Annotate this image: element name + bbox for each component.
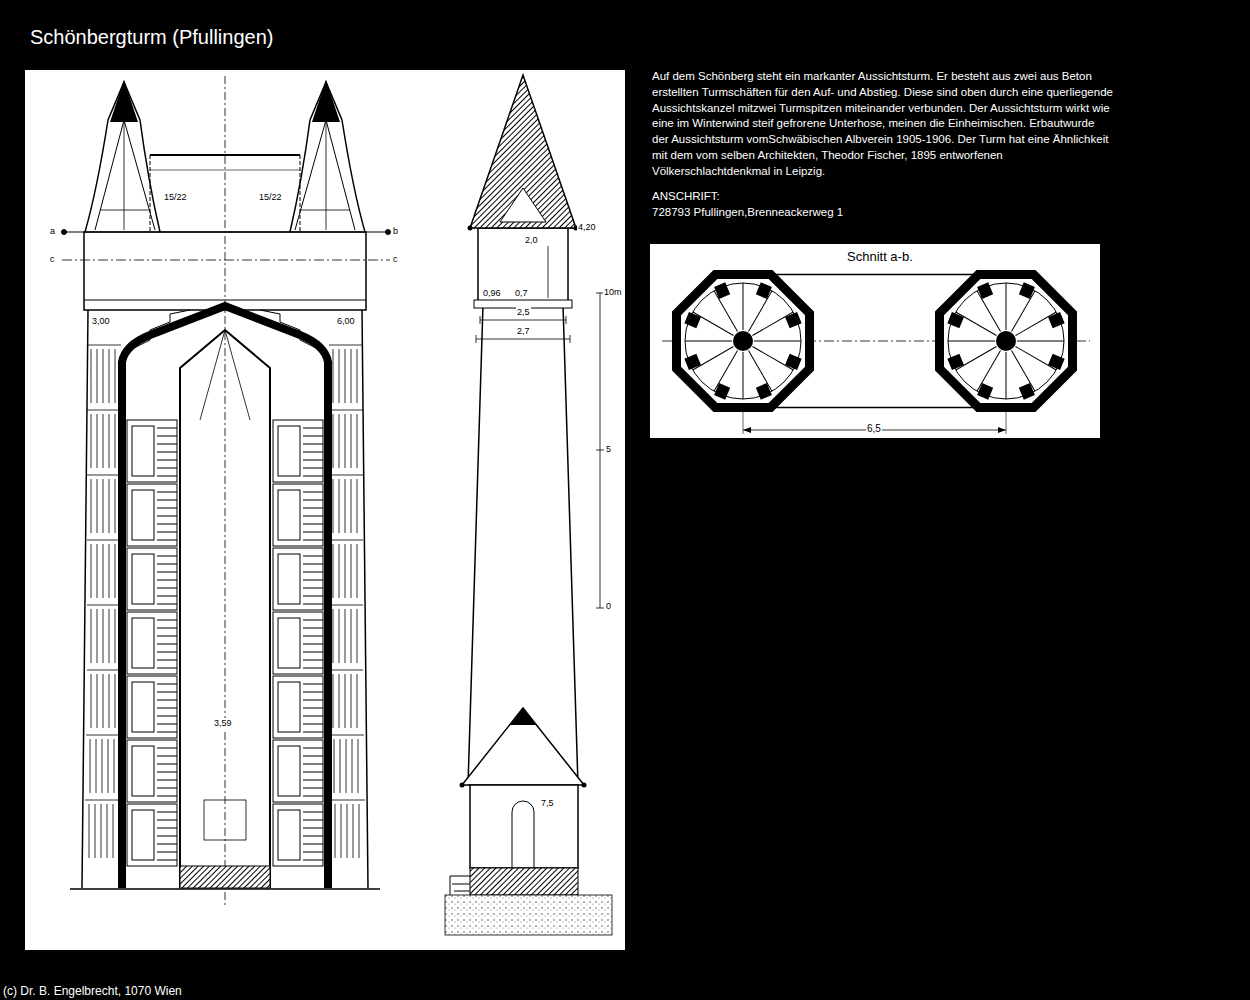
dimension-label: 2,7 xyxy=(516,326,531,337)
section-mark: c xyxy=(393,254,398,265)
page-title: Schönbergturm (Pfullingen) xyxy=(30,25,273,49)
scale-label: 5 xyxy=(605,444,612,455)
address-heading: ANSCHRIFT: xyxy=(652,190,720,204)
dimension-label: 2,0 xyxy=(524,235,539,246)
dimension-label: 7,5 xyxy=(540,798,555,809)
dimension-label: 0,7 xyxy=(514,288,529,299)
copyright-note: (c) Dr. B. Engelbrecht, 1070 Wien xyxy=(3,984,182,998)
dimension-label: 0,96 xyxy=(482,288,502,299)
section-mark: b xyxy=(393,226,398,237)
dimension-label: 6,00 xyxy=(336,316,356,327)
scale-label: 10m xyxy=(603,287,623,298)
dimension-label: 6,5 xyxy=(866,423,882,435)
description-text: Auf dem Schönberg steht ein markanter Au… xyxy=(652,69,1114,180)
section-mark: a xyxy=(50,226,55,237)
dimension-label: 3,59 xyxy=(213,718,233,729)
section-mark: c xyxy=(50,254,55,265)
dimension-label: 15/22 xyxy=(163,192,188,203)
scale-label: 0 xyxy=(605,601,612,612)
dimension-label: 15/22 xyxy=(258,192,283,203)
address-text: 728793 Pfullingen,Brenneackerweg 1 xyxy=(652,206,843,220)
section-title: Schnitt a-b. xyxy=(846,249,914,265)
dimension-label: 4,20 xyxy=(577,222,597,233)
dimension-label: 3,00 xyxy=(91,316,111,327)
dimension-label: 2,5 xyxy=(516,307,531,318)
